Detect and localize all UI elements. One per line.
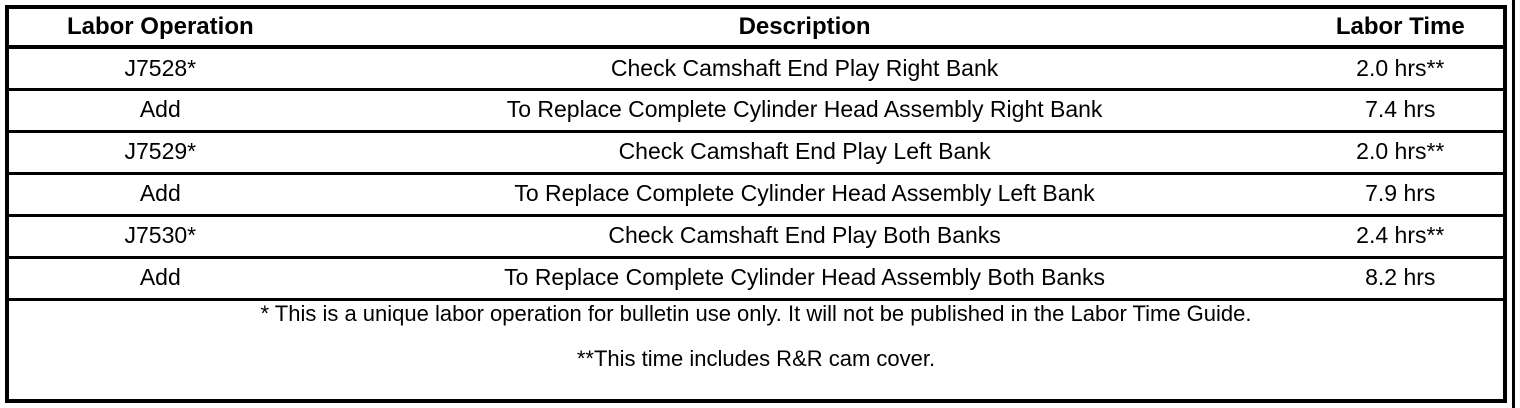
table-row: Add To Replace Complete Cylinder Head As… — [9, 173, 1503, 217]
cell-labor-operation: Add — [9, 173, 312, 217]
table-row: Add To Replace Complete Cylinder Head As… — [9, 89, 1503, 133]
column-header-description: Description — [311, 9, 1298, 49]
page-edge-rule — [1512, 0, 1515, 408]
cell-description: Check Camshaft End Play Left Bank — [311, 131, 1298, 175]
footnote-container: * This is a unique labor operation for b… — [9, 299, 1503, 371]
cell-labor-operation: J7529* — [9, 131, 312, 175]
labor-operation-table: Labor Operation Description Labor Time J… — [9, 9, 1503, 372]
table-row: J7529* Check Camshaft End Play Left Bank… — [9, 131, 1503, 175]
cell-description: Check Camshaft End Play Right Bank — [311, 47, 1298, 91]
table-row: Add To Replace Complete Cylinder Head As… — [9, 257, 1503, 301]
cell-labor-time: 2.4 hrs** — [1297, 215, 1503, 259]
footnote-single-asterisk: * This is a unique labor operation for b… — [260, 300, 1252, 326]
table-row: J7528* Check Camshaft End Play Right Ban… — [9, 47, 1503, 91]
cell-description: To Replace Complete Cylinder Head Assemb… — [311, 257, 1298, 301]
cell-labor-operation: J7528* — [9, 47, 312, 91]
footnote-double-asterisk: **This time includes R&R cam cover. — [576, 345, 936, 371]
footnote-spacer — [9, 326, 1503, 346]
cell-description: To Replace Complete Cylinder Head Assemb… — [311, 89, 1298, 133]
table-header: Labor Operation Description Labor Time — [9, 9, 1503, 49]
table-header-row: Labor Operation Description Labor Time — [9, 9, 1503, 49]
cell-labor-operation: Add — [9, 89, 312, 133]
cell-labor-time: 7.4 hrs — [1297, 89, 1503, 133]
cell-labor-time: 2.0 hrs** — [1297, 47, 1503, 91]
cell-description: To Replace Complete Cylinder Head Assemb… — [311, 173, 1298, 217]
cell-labor-time: 7.9 hrs — [1297, 173, 1503, 217]
cell-labor-time: 2.0 hrs** — [1297, 131, 1503, 175]
cell-labor-operation: J7530* — [9, 215, 312, 259]
cell-labor-operation: Add — [9, 257, 312, 301]
cell-description: Check Camshaft End Play Both Banks — [311, 215, 1298, 259]
column-header-labor-time: Labor Time — [1297, 9, 1503, 49]
table-footnote-row: * This is a unique labor operation for b… — [9, 299, 1503, 371]
table-row: J7530* Check Camshaft End Play Both Bank… — [9, 215, 1503, 259]
cell-labor-time: 8.2 hrs — [1297, 257, 1503, 301]
labor-operation-table-frame: Labor Operation Description Labor Time J… — [5, 5, 1507, 403]
column-header-labor-operation: Labor Operation — [9, 9, 312, 49]
table-body: J7528* Check Camshaft End Play Right Ban… — [9, 47, 1503, 371]
